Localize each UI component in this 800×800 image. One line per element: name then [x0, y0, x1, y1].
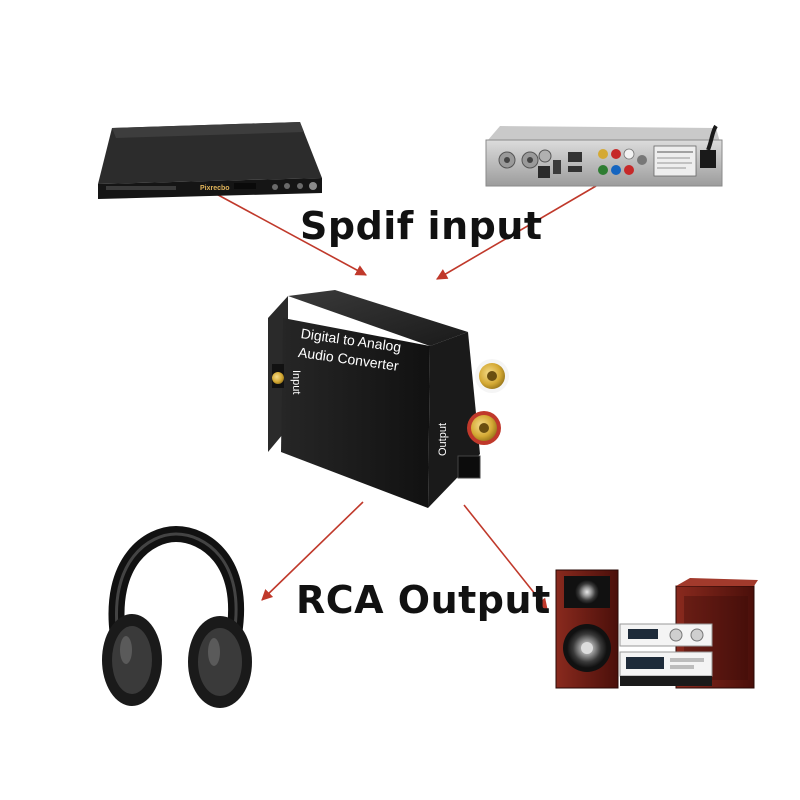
dvd-player-icon: Pixrecbo [98, 122, 322, 199]
arrow-stb-to-converter [436, 185, 597, 280]
rca-jack-right-icon [467, 411, 501, 445]
left-earcup-icon [102, 614, 162, 706]
right-earcup-icon [188, 616, 252, 708]
rca-jack-left-icon [475, 359, 509, 393]
set-top-box-icon [485, 124, 723, 187]
speaker-system-icon [555, 569, 758, 689]
rca-output-title: RCA Output [296, 578, 551, 622]
arrow-converter-to-headphones [261, 501, 364, 601]
output-port-label: Output [437, 423, 449, 456]
dvd-brand-label: Pixrecbo [200, 185, 230, 192]
arrow-converter-to-speakers [463, 504, 548, 610]
left-speaker-icon [555, 569, 619, 689]
spdif-input-title: Spdif input [300, 204, 543, 248]
arrow-dvd-to-converter [195, 182, 367, 276]
converter-box-icon: Digital to Analog Audio Converter Input … [268, 290, 509, 508]
headphones-icon [102, 525, 252, 708]
dc-power-port-icon [457, 455, 481, 479]
arrows [195, 182, 597, 610]
amplifier-icon [619, 623, 713, 686]
optical-input-port-icon [272, 364, 284, 388]
input-port-label: Input [290, 370, 302, 394]
